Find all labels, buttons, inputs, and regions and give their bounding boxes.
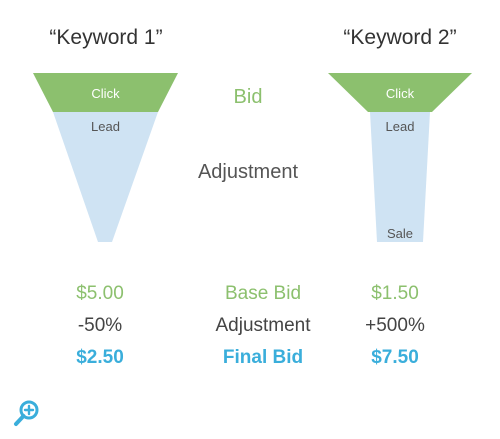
keyword-1-adjustment: -50% — [77, 315, 123, 336]
keyword-1-click-segment — [33, 73, 178, 112]
bid-label: Bid — [233, 86, 263, 108]
keyword-1-lead-label: Lead — [91, 119, 120, 134]
keyword-1-final-bid: $2.50 — [76, 347, 124, 368]
keyword-2-funnel: Click Lead Sale — [328, 73, 472, 242]
keyword-2-click-label: Click — [386, 86, 415, 101]
keyword-2-final-bid: $7.50 — [371, 347, 419, 368]
keyword-2-click-segment — [328, 73, 472, 112]
adjustment-row-label: Adjustment — [215, 315, 311, 336]
adjustment-label: Adjustment — [197, 161, 299, 183]
keyword-1-title: “Keyword 1” — [49, 26, 163, 49]
keyword-1-funnel: Click Lead — [33, 73, 178, 242]
keyword-1-click-label: Click — [91, 86, 120, 101]
keyword-2-lead-segment — [370, 112, 430, 242]
keyword-1-lead-segment — [53, 112, 158, 242]
keyword-2-sale-label: Sale — [387, 226, 413, 241]
keyword-2-lead-label: Lead — [386, 119, 415, 134]
keyword-2-adjustment: +500% — [365, 315, 425, 336]
base-bid-label: Base Bid — [224, 283, 302, 304]
zoom-in-icon[interactable] — [12, 398, 42, 428]
keyword-2-base-bid: $1.50 — [371, 283, 419, 304]
keyword-2-title: “Keyword 2” — [343, 26, 457, 49]
final-bid-label: Final Bid — [222, 347, 304, 368]
keyword-1-base-bid: $5.00 — [76, 283, 124, 304]
